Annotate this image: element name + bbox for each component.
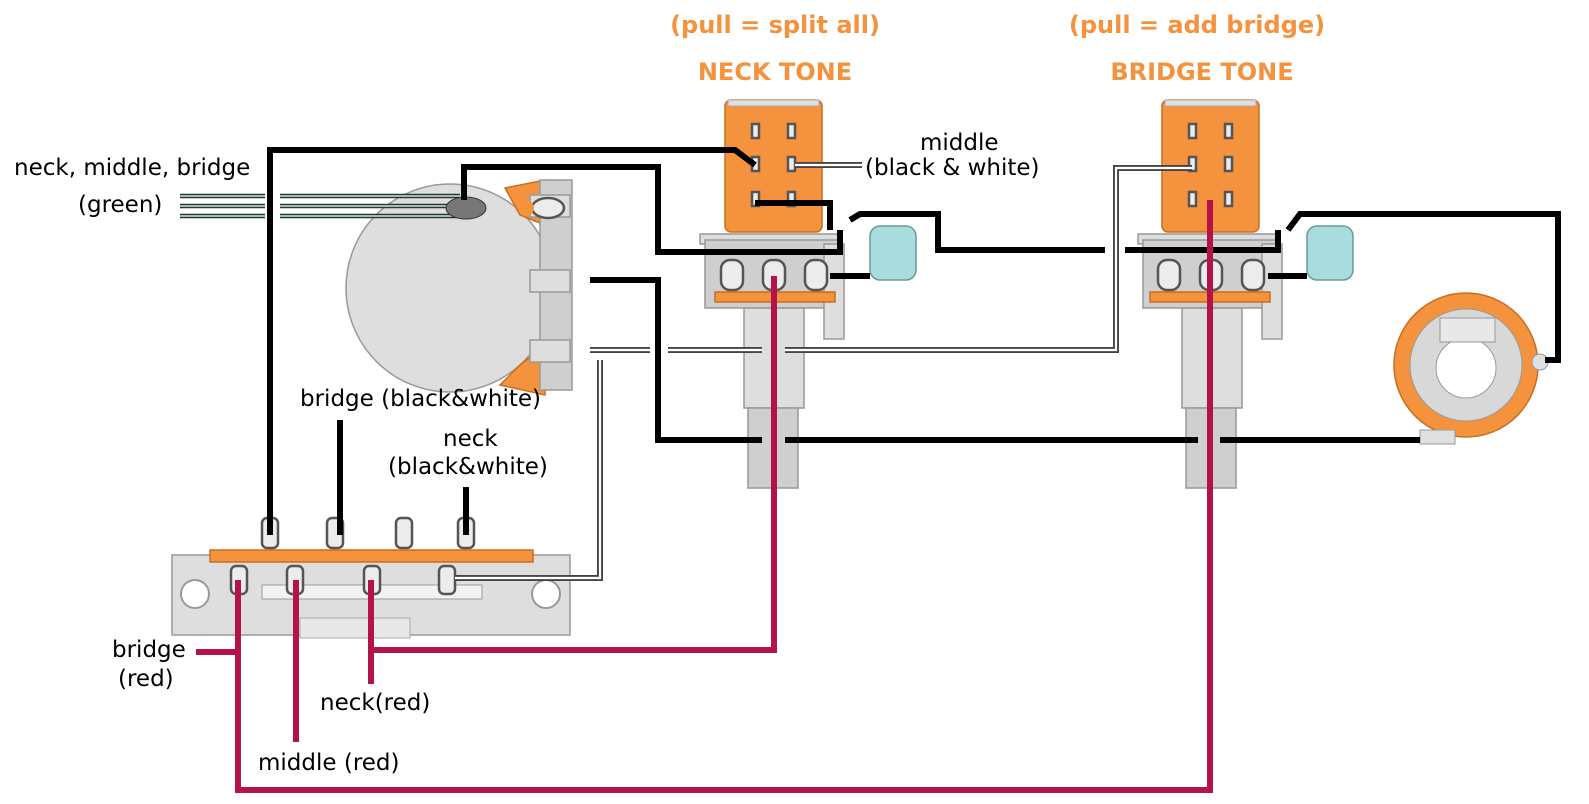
output-jack xyxy=(1393,292,1549,445)
bridge-bw-label: bridge (black&white) xyxy=(300,386,541,412)
bridge-tone-note: (pull = add bridge) xyxy=(1069,11,1325,39)
middle-bw-label-line1: middle xyxy=(920,130,999,156)
neck-tone-title: NECK TONE xyxy=(698,58,852,86)
neck-red-label: neck(red) xyxy=(320,690,430,716)
pickups-label-line2: (green) xyxy=(78,192,162,218)
bridge-tone-title: BRIDGE TONE xyxy=(1110,58,1293,86)
red-wires xyxy=(196,200,1213,793)
neck-tone-note: (pull = split all) xyxy=(670,11,880,39)
neck-bw-label-line2: (black&white) xyxy=(388,454,548,480)
pickup-green-wires xyxy=(180,193,487,220)
pickups-label-line1: neck, middle, bridge xyxy=(14,155,250,181)
black-white-wires xyxy=(455,162,1192,581)
bridge-red-label-line1: bridge xyxy=(112,637,186,663)
neck-tone-capacitor xyxy=(869,225,917,281)
neck-bw-label-line1: neck xyxy=(443,426,498,452)
middle-bw-label-line2: (black & white) xyxy=(865,155,1040,181)
volume-pot xyxy=(345,179,573,396)
bridge-tone-capacitor xyxy=(1306,225,1354,281)
middle-red-label: middle (red) xyxy=(258,750,400,776)
black-wires xyxy=(267,147,1561,535)
bridge-red-label-line2: (red) xyxy=(118,666,174,692)
